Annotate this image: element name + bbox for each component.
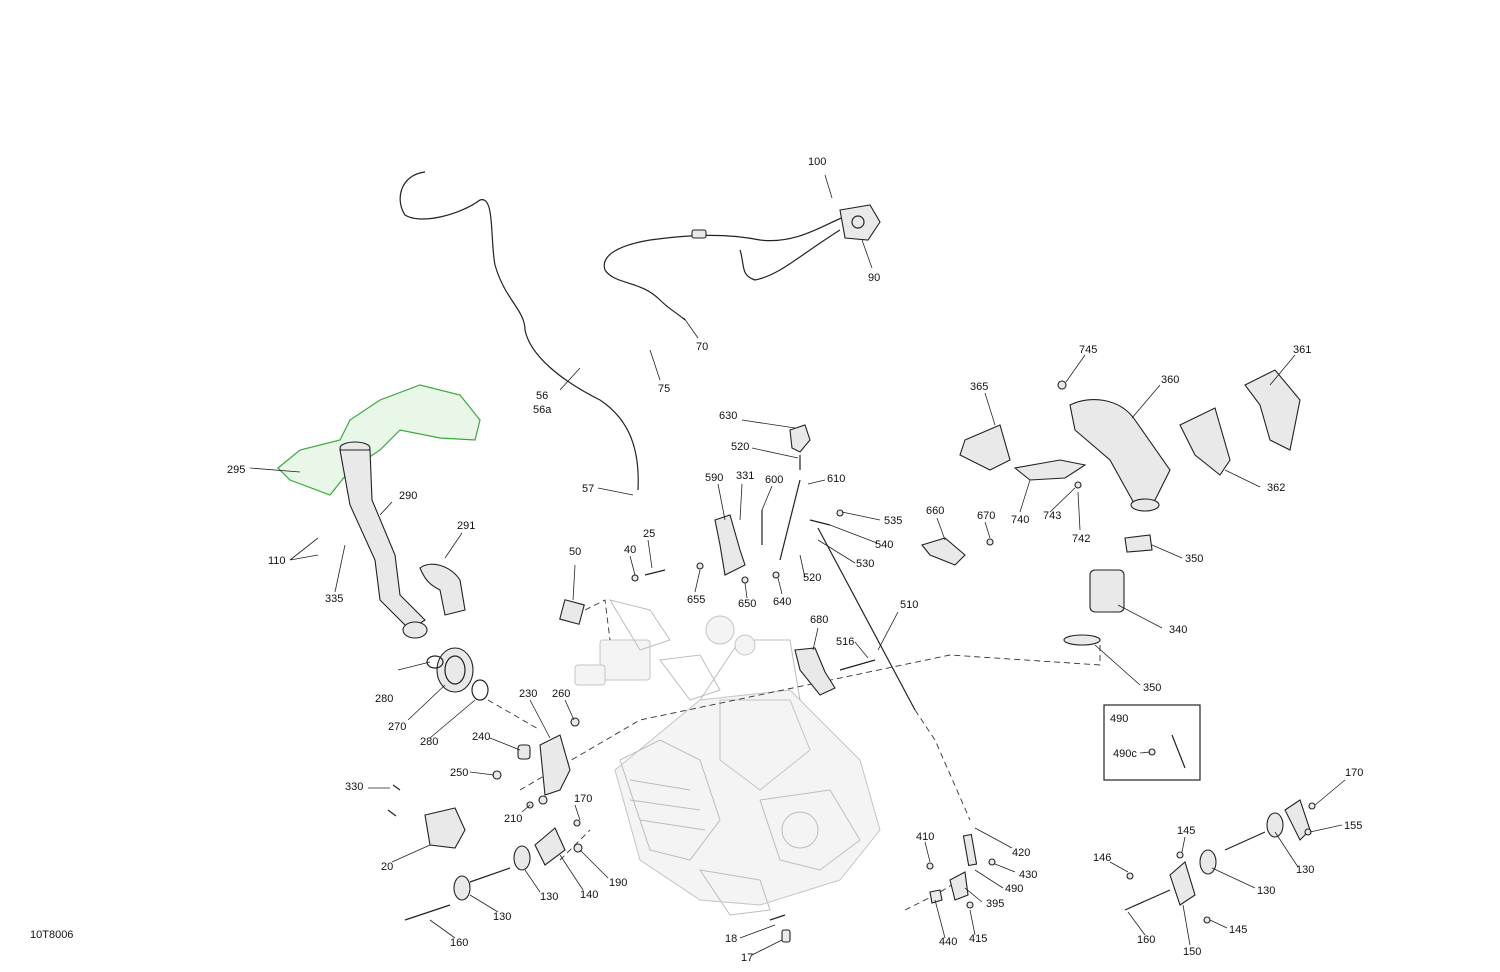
callout-250: 250 [450,767,468,779]
callout-75: 75 [658,383,670,395]
lower-housing [387,784,466,849]
callout-130-right-b: 130 [1257,885,1275,897]
callout-230: 230 [519,688,537,700]
intake-duct [339,441,466,639]
shift-lever-assembly [559,424,916,711]
coupler-parts [426,647,489,701]
callout-295: 295 [227,464,245,476]
callout-365: 365 [970,381,988,393]
callout-150: 150 [1183,946,1201,958]
callout-740: 740 [1011,514,1029,526]
callout-160-left: 160 [450,937,468,949]
callout-130-left-b: 130 [493,911,511,923]
callout-535: 535 [884,515,902,527]
callout-170-right: 170 [1345,767,1363,779]
callout-660: 660 [926,505,944,517]
callout-630: 630 [719,410,737,422]
callout-415: 415 [969,933,987,945]
callout-335: 335 [325,593,343,605]
callout-350-top: 350 [1185,553,1203,565]
callout-590: 590 [705,472,723,484]
callout-540: 540 [875,539,893,551]
callout-20: 20 [381,861,393,873]
center-brackets [794,537,994,696]
callout-331: 331 [736,470,754,482]
callout-490-box: 490 [1110,713,1128,725]
callout-260: 260 [552,688,570,700]
callout-680: 680 [810,614,828,626]
callout-25: 25 [643,528,655,540]
callout-361: 361 [1293,344,1311,356]
callout-110: 110 [268,555,286,567]
heat-shield-plate [277,384,481,496]
callout-145-top: 145 [1177,825,1195,837]
callout-670: 670 [977,510,995,522]
callout-290: 290 [399,490,417,502]
callout-labels: 100 90 70 75 56 56a 57 295 290 291 110 3… [227,156,1363,964]
callout-610: 610 [827,473,845,485]
callout-395: 395 [986,898,1004,910]
callout-520-bottom: 520 [803,572,821,584]
engine-ghost [574,599,881,916]
wiring-harness [603,204,881,321]
callout-210: 210 [504,813,522,825]
callout-520-top: 520 [731,441,749,453]
reference-code: 10T8006 [30,929,73,941]
inset-box-490 [1103,704,1201,781]
shaft-assembly-right [1124,799,1316,924]
callout-70: 70 [696,341,708,353]
callout-280-top: 280 [375,693,393,705]
callout-155: 155 [1344,820,1362,832]
leader-lines [249,174,1346,956]
callout-100: 100 [808,156,826,168]
callout-145-bottom: 145 [1229,924,1247,936]
callout-430: 430 [1019,869,1037,881]
callout-170-left: 170 [574,793,592,805]
throttle-cable [399,171,639,491]
callout-650: 650 [738,598,756,610]
callout-490c: 490c [1113,748,1137,760]
callout-130-right-a: 130 [1296,864,1314,876]
callout-510: 510 [900,599,918,611]
callout-240: 240 [472,731,490,743]
callout-742: 742 [1072,533,1090,545]
mount-bracket-left [492,717,580,809]
callout-330: 330 [345,781,363,793]
callout-440: 440 [939,936,957,948]
callout-57: 57 [582,483,594,495]
callout-655: 655 [687,594,705,606]
callout-90: 90 [868,272,880,284]
callout-140: 140 [580,889,598,901]
callout-40: 40 [624,544,636,556]
callout-160-right: 160 [1137,934,1155,946]
bottom-clip [769,914,791,943]
callout-745: 745 [1079,344,1097,356]
callout-410: 410 [916,831,934,843]
callout-490: 490 [1005,883,1023,895]
callout-360: 360 [1161,374,1179,386]
callout-516: 516 [836,636,854,648]
callout-743: 743 [1043,510,1061,522]
callout-56: 56 [536,390,548,402]
callout-530: 530 [856,558,874,570]
callout-18: 18 [725,933,737,945]
callout-146: 146 [1093,852,1111,864]
linkage-lower [926,833,996,909]
callout-270: 270 [388,721,406,733]
callout-280-bottom: 280 [420,736,438,748]
callout-291: 291 [457,520,475,532]
callout-362: 362 [1267,482,1285,494]
callout-130-left-a: 130 [540,891,558,903]
callout-420: 420 [1012,847,1030,859]
callout-640: 640 [773,596,791,608]
callout-50: 50 [569,546,581,558]
airbox-assembly [959,369,1301,646]
callout-600: 600 [765,474,783,486]
callout-56a: 56a [533,404,552,416]
callout-17: 17 [741,952,753,964]
callout-340: 340 [1169,624,1187,636]
callout-190: 190 [609,877,627,889]
callout-350-bottom: 350 [1143,682,1161,694]
